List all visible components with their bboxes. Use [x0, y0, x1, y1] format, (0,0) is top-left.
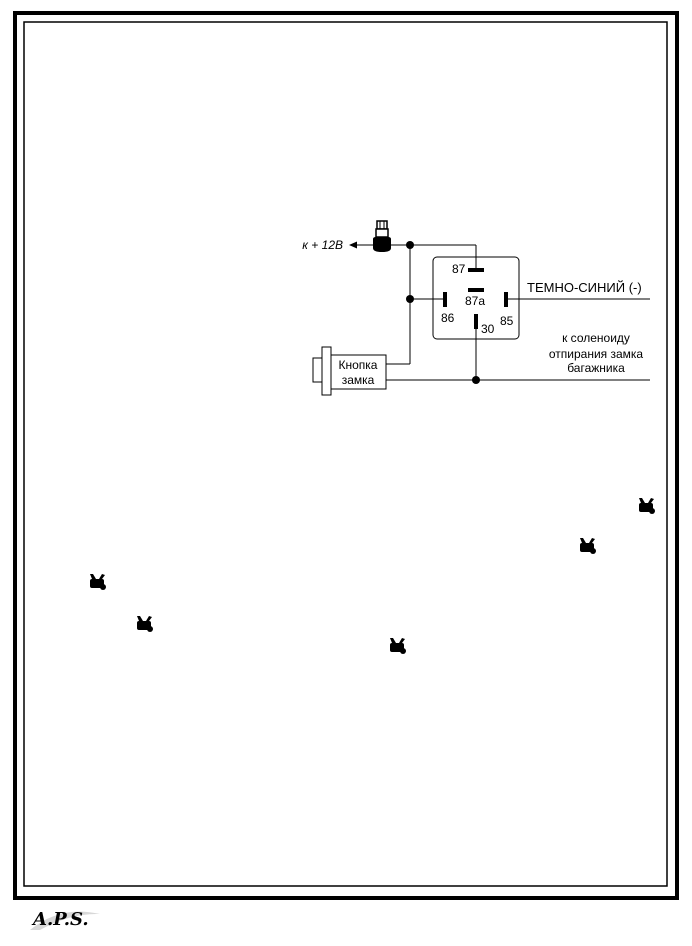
- pin-87a-label: 87a: [465, 294, 485, 308]
- outer-frame: [13, 11, 679, 900]
- power-arrow: [349, 241, 373, 249]
- trunk-icon: [390, 638, 406, 654]
- pin-30-label: 30: [481, 322, 495, 336]
- solenoid-label-line1: к соленоиду: [562, 331, 630, 345]
- pin-85-label: 85: [500, 314, 514, 328]
- contact-85: [504, 292, 508, 307]
- inner-frame: [23, 21, 668, 887]
- pin-86-label: 86: [441, 311, 455, 325]
- junction-dot: [406, 295, 414, 303]
- trunk-icon: [639, 498, 655, 514]
- pin-87-label: 87: [452, 262, 466, 276]
- relay-contacts: [443, 268, 508, 329]
- power-label: к + 12В: [302, 238, 343, 252]
- fuse-icon: [373, 220, 391, 252]
- svg-text:A.P.S.: A.P.S.: [31, 909, 89, 930]
- lock-button-symbol: [312, 346, 387, 396]
- solenoid-label-line3: багажника: [567, 361, 625, 375]
- trunk-icon: [580, 538, 596, 554]
- aps-logo: A.P.S.: [30, 909, 100, 930]
- contact-87: [468, 268, 484, 272]
- relay-body: [432, 256, 520, 340]
- button-label-line2: замка: [342, 373, 375, 387]
- junction-dot: [472, 376, 480, 384]
- contact-86: [443, 292, 447, 307]
- junction-dots: [406, 241, 480, 384]
- trunk-icon: [90, 574, 106, 590]
- contact-87a: [468, 288, 484, 292]
- wire-color-label: ТЕМНО-СИНИЙ (-): [527, 280, 642, 295]
- junction-dot: [406, 241, 414, 249]
- contact-30: [474, 314, 478, 329]
- trunk-icon: [137, 616, 153, 632]
- button-label-line1: Кнопка: [339, 358, 378, 372]
- wiring-diagram: к + 12В 87 87a: [302, 220, 650, 396]
- wires: [386, 244, 650, 381]
- solenoid-label-line2: отпирания замка: [549, 347, 644, 361]
